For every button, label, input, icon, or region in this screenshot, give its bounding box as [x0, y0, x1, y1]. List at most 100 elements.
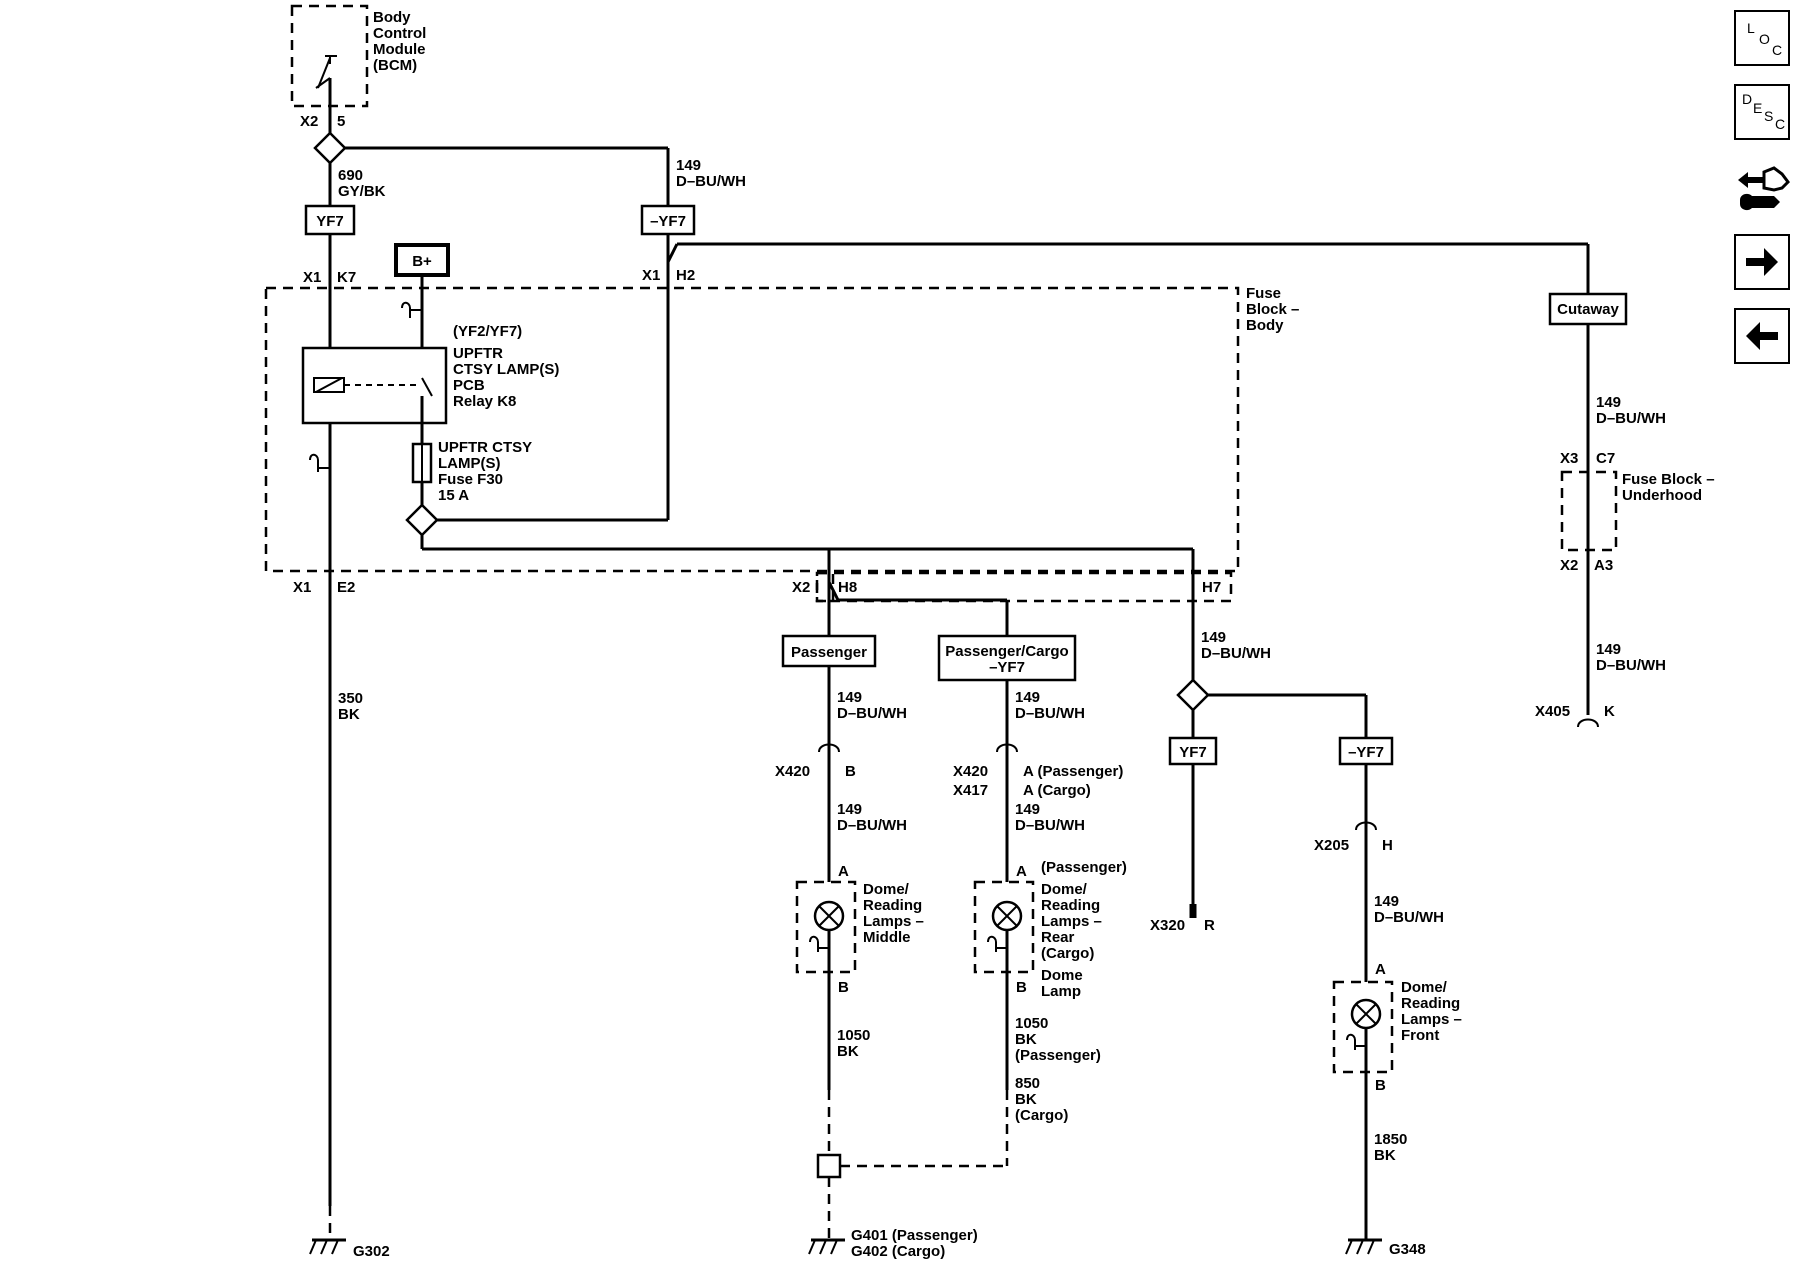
lamp-rear-label-4: Rear: [1041, 929, 1075, 946]
fuse-label-2: LAMP(S): [438, 455, 501, 472]
w1050-rear-note: (Passenger): [1015, 1047, 1101, 1064]
w690-num: 690: [338, 167, 363, 184]
splice-top-left: [313, 131, 347, 165]
lamp-rear-label-7: Lamp: [1041, 983, 1081, 1000]
lamp-front-box: [1332, 980, 1394, 1074]
fuse-block-body-label-3: Body: [1246, 317, 1284, 334]
w1050-rear-color: BK: [1015, 1031, 1037, 1048]
option-yf7-left: [304, 204, 356, 236]
ground-g401-icon: [808, 1238, 845, 1255]
x2-connector: X2 H8 H7: [792, 571, 1233, 603]
x417-a-pin: A (Cargo): [1023, 782, 1091, 799]
ground-g348-icon: [1345, 1238, 1382, 1255]
lamp-middle-label-3: Lamps –: [863, 913, 924, 930]
desc-e: E: [1753, 100, 1763, 116]
ground-g348-label: G348: [1389, 1241, 1426, 1258]
x420-a-pin: A (Passenger): [1023, 763, 1123, 780]
ground-splice-box: [816, 1153, 842, 1179]
x1-h2-pin: H2: [676, 267, 695, 284]
option-nyf7-h7: [1338, 736, 1394, 766]
x3-c7-pin: C7: [1596, 450, 1615, 467]
w149-front-color: D–BU/WH: [1374, 909, 1444, 926]
splice-fuse: [405, 503, 439, 537]
lamp-front-label-1: Dome/: [1401, 979, 1448, 996]
w690-color: GY/BK: [338, 183, 386, 200]
next-button[interactable]: [1734, 234, 1790, 290]
x1-h2-conn: X1: [642, 267, 660, 284]
x2-a3-pin: A3: [1594, 557, 1613, 574]
lamp-front-label-4: Front: [1401, 1027, 1439, 1044]
bplus-label: B+: [412, 253, 432, 270]
x320-r-pin: R: [1204, 917, 1215, 934]
x420-b-pin: B: [845, 763, 856, 780]
connector-view-button[interactable]: [1734, 160, 1790, 216]
w149-h7-num: 149: [1201, 629, 1226, 646]
x420-a-conn: X420: [953, 763, 988, 780]
x405-k-pin: K: [1604, 703, 1615, 720]
fuse-block-underhood-box: [1560, 470, 1618, 552]
w149-cut2-num: 149: [1596, 641, 1621, 658]
x3-c7-conn: X3: [1560, 450, 1578, 467]
w149-mid-num: 149: [837, 801, 862, 818]
lamp-rear-label-5: (Cargo): [1041, 945, 1094, 962]
passenger-cargo-branch: Passenger/Cargo –YF7 149 D–BU/WH X420 A …: [937, 634, 1127, 1166]
lamp-rear-label-1: Dome/: [1041, 881, 1088, 898]
w149-cargo2-num: 149: [1015, 801, 1040, 818]
desc-d: D: [1742, 91, 1753, 107]
option-passenger-label: Passenger: [791, 644, 867, 661]
desc-button[interactable]: D E S C: [1734, 84, 1790, 140]
w1850-color: BK: [1374, 1147, 1396, 1164]
fuse-block-body-label-1: Fuse: [1246, 285, 1281, 302]
prev-button[interactable]: [1734, 308, 1790, 364]
fuse-label-3: Fuse F30: [438, 471, 503, 488]
bcm-label-1: Body: [373, 9, 411, 26]
w850-rear-note: (Cargo): [1015, 1107, 1068, 1124]
w149-front-num: 149: [1374, 893, 1399, 910]
option-passenger: [781, 634, 877, 668]
x2-h8-pin: H8: [838, 579, 857, 596]
lamp-middle-label-1: Dome/: [863, 881, 910, 898]
w149-cut2-color: D–BU/WH: [1596, 657, 1666, 674]
fuse-block-underhood-label-1: Fuse Block –: [1622, 471, 1715, 488]
desc-s: S: [1764, 108, 1774, 124]
splice-h7: [1176, 678, 1210, 712]
w149-top-color: D–BU/WH: [676, 173, 746, 190]
w149-h7-color: D–BU/WH: [1201, 645, 1271, 662]
ground-g302-icon: [309, 1238, 346, 1255]
left-block-connector-icon: [309, 453, 330, 472]
relay-label-1: (YF2/YF7): [453, 323, 522, 340]
option-nyf7-top-label: –YF7: [650, 213, 686, 230]
lamp-front-label-2: Reading: [1401, 995, 1460, 1012]
w149-pass-color: D–BU/WH: [837, 705, 907, 722]
lamp-rear-label-2: Reading: [1041, 897, 1100, 914]
lamp-rear-top-note: (Passenger): [1041, 859, 1127, 876]
x1-k7-conn: X1: [303, 269, 321, 286]
w149-cargo-color: D–BU/WH: [1015, 705, 1085, 722]
w850-rear-color: BK: [1015, 1091, 1037, 1108]
h7-branch: 149 D–BU/WH YF7 X320 R –YF7 X205 H 149 D…: [1150, 549, 1462, 1258]
lamp-rear-box: [973, 880, 1035, 974]
w149-cargo2-color: D–BU/WH: [1015, 817, 1085, 834]
fuse-block-body: Fuse Block – Body B+ (YF2/YF7) UPFTR CTS…: [264, 243, 1299, 573]
fuse-block-underhood-label-2: Underhood: [1622, 487, 1702, 504]
w1050-mid-num: 1050: [837, 1027, 870, 1044]
w1050-rear-num: 1050: [1015, 1015, 1048, 1032]
bcm-label-3: Module: [373, 41, 426, 58]
w850-rear-num: 850: [1015, 1075, 1040, 1092]
lamp-front-pin-b: B: [1375, 1077, 1386, 1094]
desc-c: C: [1775, 116, 1786, 132]
loc-o: O: [1759, 31, 1770, 47]
lamp-front-label-3: Lamps –: [1401, 1011, 1462, 1028]
x417-a-conn: X417: [953, 782, 988, 799]
loc-button[interactable]: L O C: [1734, 10, 1790, 66]
lamp-middle-label-4: Middle: [863, 929, 911, 946]
ground-g302-label: G302: [353, 1243, 390, 1260]
lamp-rear-label-6: Dome: [1041, 967, 1083, 984]
bcm-module: Body Control Module (BCM) X2 5: [290, 4, 426, 130]
w149-cut1-color: D–BU/WH: [1596, 410, 1666, 427]
relay-label-2: UPFTR: [453, 345, 503, 362]
w350-color: BK: [338, 706, 360, 723]
cutaway-branch: Cutaway 149 D–BU/WH X3 C7 Fuse Block – U…: [1535, 244, 1715, 728]
x320-r-conn: X320: [1150, 917, 1185, 934]
